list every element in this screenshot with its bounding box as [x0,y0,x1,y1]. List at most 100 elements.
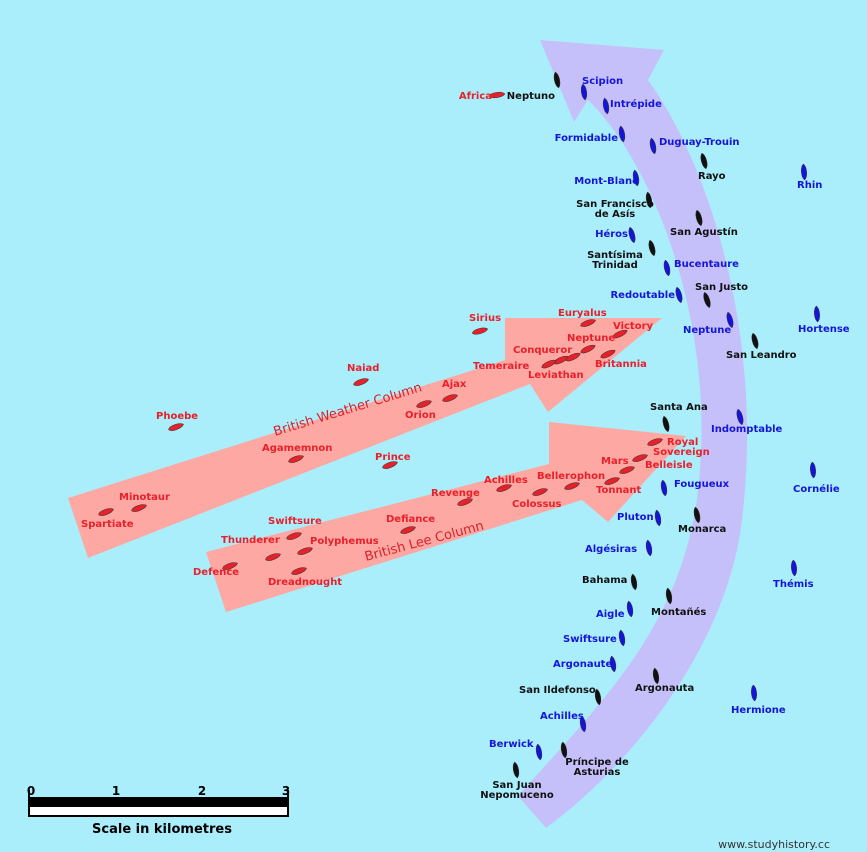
scale-bar-fill [29,798,288,807]
ship-marker-indomptable [736,408,744,426]
ship-label-britannia: Britannia [595,359,647,370]
ship-marker-spartiate [98,508,114,516]
ship-label-intrepide: Intrépide [610,98,662,110]
ship-label-san-ildefonso: San Ildefonso [519,685,596,696]
ship-label-mars: Mars [601,456,629,467]
scale-tick-3: 3 [282,784,290,798]
ship-marker-thunderer [265,553,281,561]
ship-marker-defiance [400,526,416,534]
ship-label-bahama: Bahama [582,575,627,586]
ship-label-spartiate: Spartiate [81,519,134,530]
scale-bar: 0 1 2 3 Scale in kilometres [27,784,290,837]
ship-marker-formidable [618,125,626,143]
ship-marker-africa [488,92,506,99]
ship-label-neptune-french: Neptune [683,325,731,336]
ship-marker-montanes [665,587,673,605]
ship-marker-sirius [471,327,489,335]
ship-marker-hermione [751,684,757,702]
ship-label-aigle: Aigle [596,609,625,620]
ship-label-algesiras: Algésiras [585,543,637,555]
ship-label-euryalus: Euryalus [558,308,607,319]
ship-label-dreadnought: Dreadnought [268,577,342,588]
ship-label-thunderer: Thunderer [221,535,280,546]
ship-label-rhin: Rhin [797,180,822,191]
scale-tick-0: 0 [27,784,35,798]
ship-marker-naiad [353,378,369,386]
lee-column-arrow [206,422,686,612]
ship-marker-pluton [654,509,662,527]
ship-marker-san-agustin [695,209,703,227]
ship-marker-fougueux [660,479,668,497]
ship-marker-swiftsure-british [286,532,302,540]
ship-label-defence: Defence [193,567,239,578]
ship-label-revenge: Revenge [431,488,480,499]
ship-marker-rhin [801,163,807,181]
ship-marker-aigle [626,600,634,618]
ship-label-achilles-french: Achilles [540,711,584,722]
ship-marker-mars [632,454,648,462]
ship-marker-euryalus [580,319,596,327]
ship-marker-san-leandro [751,332,759,350]
ships-layer [98,71,820,779]
ship-marker-minotaur [131,504,147,512]
ship-label-leviathan: Leviathan [528,370,584,381]
ship-label-hermione: Hermione [731,705,786,716]
ship-marker-san-juan-nepomuceno [512,761,520,779]
ship-marker-redoutable [675,286,683,304]
ship-label-victory: Victory [613,321,654,332]
ship-label-temeraire: Temeraire [473,361,530,372]
ship-label-fougueux: Fougueux [674,479,730,490]
ship-marker-berwick [535,743,543,761]
ship-marker-san-ildefonso [594,688,602,706]
ship-marker-bahama [630,573,638,591]
ship-label-pluton: Pluton [617,512,654,523]
ship-label-neptuno: Neptuno [507,91,555,102]
ship-marker-prince [382,461,398,469]
ship-marker-leviathan [565,352,581,362]
ship-label-bellerophon: Bellerophon [537,471,605,482]
ship-marker-rayo [700,152,708,170]
ship-marker-belleisle [619,466,635,474]
ship-marker-britannia [600,349,616,359]
ship-label-argonauta: Argonauta [635,683,694,694]
ship-marker-san-francisco-de-asis [645,191,653,209]
ship-label-argonaute: Argonaute [553,659,612,670]
ship-label-neptune-british: Neptune [567,333,615,344]
ship-label-montanes: Montañés [651,606,706,618]
ship-marker-orion [416,400,432,408]
ship-marker-themis [791,559,797,577]
scale-tick-1: 1 [112,784,120,798]
ship-label-themis: Thémis [773,578,814,590]
scale-tick-2: 2 [198,784,206,798]
ship-label-naiad: Naiad [347,363,379,374]
ship-marker-ajax [442,394,458,402]
ship-label-heros: Héros [595,228,628,240]
ship-marker-dreadnought [291,567,307,575]
ship-label-mont-blanc: Mont-Blanc [574,176,638,187]
ship-marker-polyphemus [297,547,313,555]
ship-label-redoutable: Redoutable [610,290,675,301]
ship-label-swiftsure-french: Swiftsure [563,634,617,645]
ship-label-duguay-trouin: Duguay-Trouin [659,137,740,148]
ship-label-hortense: Hortense [798,324,850,335]
ship-marker-intrepide [602,97,610,115]
ship-label-polyphemus: Polyphemus [310,536,379,547]
ship-marker-bellerophon [564,482,580,490]
ship-label-indomptable: Indomptable [711,424,783,435]
ship-label-sirius: Sirius [469,313,501,324]
ship-label-cornelie: Cornélie [793,483,840,495]
ship-marker-san-justo [703,292,711,308]
ship-marker-revenge [457,498,473,506]
ship-marker-monarca [693,506,701,524]
ship-marker-victory [612,329,628,339]
ship-marker-scipion [580,83,588,101]
ship-label-phoebe: Phoebe [156,411,198,422]
ship-label-orion: Orion [405,410,436,421]
ship-label-swiftsure-british: Swiftsure [268,516,322,527]
ship-marker-achilles-british [496,484,512,492]
ship-marker-hortense [814,305,820,323]
ship-label-minotaur: Minotaur [119,492,170,503]
ship-marker-cornelie [810,461,816,479]
